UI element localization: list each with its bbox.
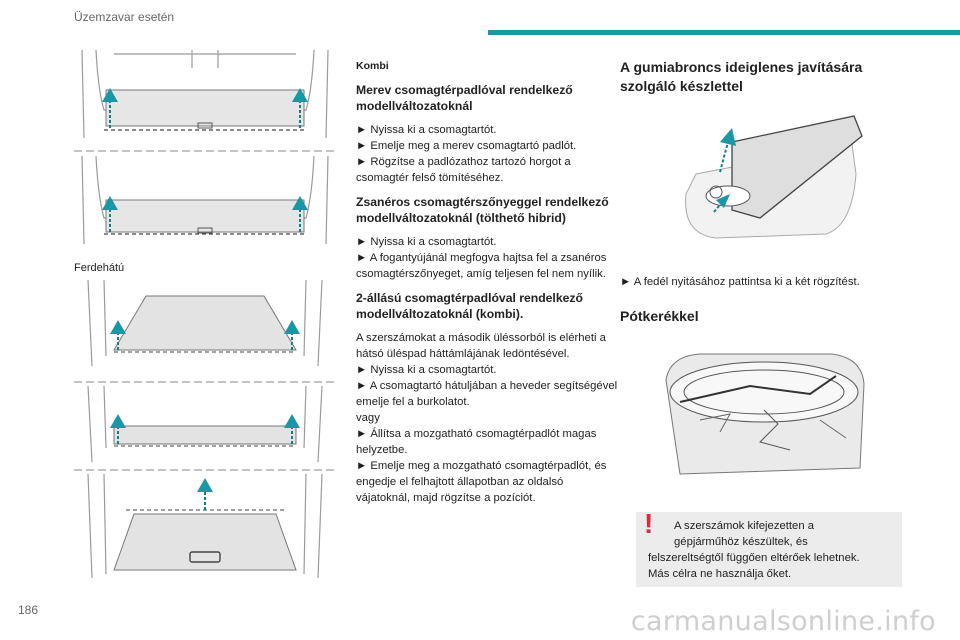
heading-hinged-floor: Zsanéros csomagtérszőnyeggel rendelkező … bbox=[356, 195, 609, 225]
section-divider bbox=[74, 148, 336, 154]
watermark: carmanualsonline.info bbox=[630, 606, 936, 637]
repair-kit-instruction: ► A fedél nyitásához pattintsa ki a két … bbox=[620, 276, 860, 288]
warning-note: ! A szerszámok kifejezetten a gépjárműhö… bbox=[636, 508, 902, 587]
trunk-figure-5 bbox=[74, 474, 336, 580]
two-position-instructions: A szerszámokat a második üléssorból is e… bbox=[356, 332, 618, 504]
repair-kit-illustration bbox=[676, 114, 866, 244]
trunk-figure-1 bbox=[74, 50, 336, 146]
section-divider bbox=[74, 379, 336, 385]
heading-spare-wheel: Pótkerékkel bbox=[620, 308, 699, 324]
warning-note-text: A szerszámok kifejezetten a gépjárműhöz … bbox=[648, 520, 860, 580]
page-number: 186 bbox=[18, 603, 39, 617]
warning-exclamation-icon: ! bbox=[644, 508, 654, 539]
spare-wheel-tools-illustration bbox=[660, 350, 870, 480]
heading-repair-kit: A gumiabroncs ideiglenes javítására szol… bbox=[620, 59, 863, 94]
heading-two-position-floor: 2-állású csomagtérpadlóval rendelkező mo… bbox=[356, 291, 583, 321]
subtitle-kombi: Kombi bbox=[356, 60, 389, 72]
trunk-figure-3 bbox=[74, 280, 336, 372]
section-divider bbox=[74, 467, 336, 473]
running-header: Üzemzavar esetén bbox=[74, 10, 175, 24]
text-column-right: A gumiabroncs ideiglenes javítására szol… bbox=[620, 58, 910, 475]
rigid-instructions: ► Nyissa ki a csomagtartót. ► Emelje meg… bbox=[356, 124, 577, 184]
trunk-figure-4 bbox=[74, 386, 336, 466]
header-accent-bar bbox=[488, 30, 960, 35]
fastback-label: Ferdehátú bbox=[74, 262, 125, 274]
hinged-instructions: ► Nyissa ki a csomagtartót. ► A fogantyú… bbox=[356, 236, 607, 280]
heading-rigid-floor: Merev csomagtérpadlóval rendelkező model… bbox=[356, 83, 573, 113]
trunk-figure-2 bbox=[74, 156, 336, 252]
text-column-middle: Kombi Merev csomagtérpadlóval rendelkező… bbox=[356, 58, 620, 514]
